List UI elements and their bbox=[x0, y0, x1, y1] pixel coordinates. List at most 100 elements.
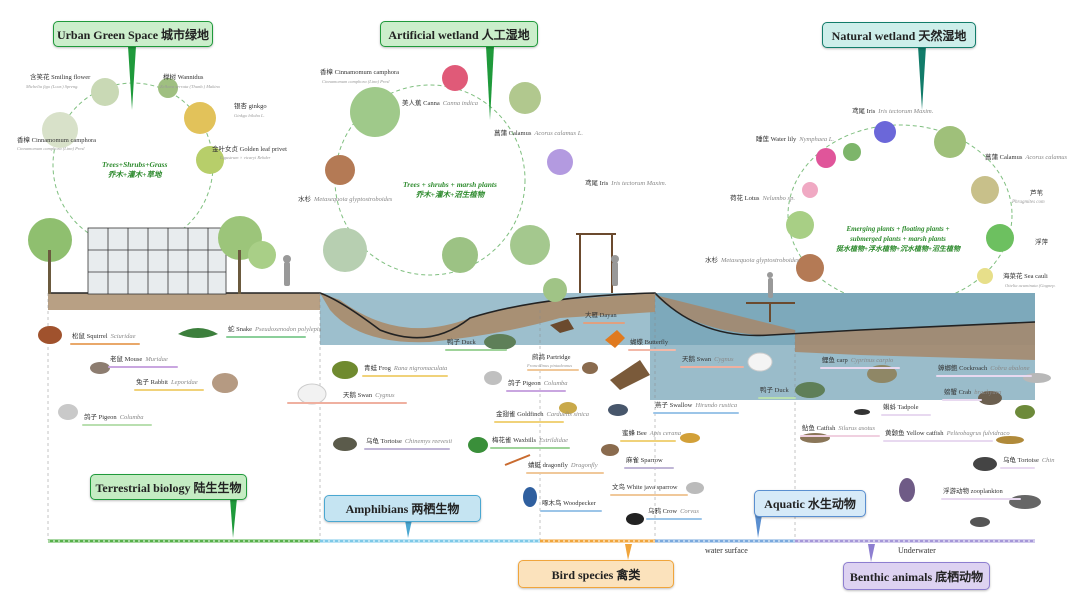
natural-habitat-circle bbox=[787, 124, 1013, 306]
greenhouse bbox=[87, 227, 227, 295]
urban-pointer bbox=[128, 46, 136, 110]
underwater-label: Underwater bbox=[898, 546, 936, 555]
underline bbox=[800, 435, 880, 437]
pergola bbox=[576, 233, 616, 293]
underline bbox=[540, 510, 602, 512]
terrestrial-biology-callout: Terrestrial biology 陆生生物 bbox=[90, 474, 247, 500]
plant-label: 香樟 Cinnamomum camphora bbox=[17, 137, 97, 144]
terrestrial-pointer bbox=[230, 498, 237, 538]
aquatic-pointer bbox=[755, 515, 762, 538]
plant-label: 金叶女贞 Golden leaf privet bbox=[212, 146, 287, 153]
benthic-pointer bbox=[868, 544, 875, 562]
underline bbox=[526, 472, 604, 474]
benthic-animals-callout: Benthic animals 底栖动物 bbox=[843, 562, 990, 590]
plant-latin: Ottelia acuminata (Gagnep. bbox=[1005, 283, 1056, 288]
plant-latin: Ligustrum × vicaryi Rehder bbox=[220, 155, 271, 160]
birds-pointer bbox=[625, 544, 632, 560]
underline bbox=[941, 498, 1021, 500]
underline bbox=[646, 518, 702, 520]
natural-soil bbox=[655, 295, 1035, 360]
underline bbox=[620, 440, 676, 442]
animal-label: 蝌蚪 Tadpole bbox=[883, 404, 919, 411]
animal-label: 鹧鸪 Partridge bbox=[532, 354, 571, 361]
animal-label: 大雁 Dayan bbox=[585, 312, 617, 319]
natural-pointer bbox=[918, 46, 926, 110]
natural-wetland-callout: Natural wetland 天然湿地 bbox=[822, 22, 976, 48]
animal-label: 麻雀 Sparrow bbox=[626, 457, 663, 464]
tree-group-natural bbox=[786, 121, 1014, 284]
underline bbox=[628, 349, 676, 351]
underline bbox=[490, 447, 570, 449]
underline bbox=[820, 367, 900, 369]
dock bbox=[746, 302, 795, 322]
amphibian-pointer bbox=[405, 520, 412, 538]
plant-label: 海菜花 Sea cauli bbox=[1003, 273, 1048, 280]
animal-label: 浮游动物 zooplankton bbox=[943, 488, 1003, 495]
plant-latin: Cinnamomum camphora (Linn) Presl bbox=[322, 79, 390, 84]
artificial-pointer bbox=[486, 46, 494, 120]
amphibians-callout: Amphibians 两栖生物 bbox=[324, 495, 481, 522]
underline bbox=[942, 399, 982, 401]
animal-latin: Francolinus pintadeanus bbox=[527, 363, 573, 368]
underline bbox=[82, 424, 152, 426]
animal-label: 文鸟 White java sparrow bbox=[612, 484, 678, 491]
artificial-wetland-callout: Artificial wetland 人工湿地 bbox=[380, 21, 538, 47]
underline bbox=[445, 349, 507, 351]
animal-label: 鸭子 Duck bbox=[447, 339, 476, 346]
plant-label: 香樟 Cinnamomum camphora bbox=[320, 69, 400, 76]
underline bbox=[1000, 467, 1035, 469]
plant-latin: Cinnamomum camphora (Linn) Presl bbox=[17, 146, 85, 151]
animal-icons bbox=[38, 319, 1051, 527]
animal-label: 蝴蝶 Butterfly bbox=[630, 339, 669, 346]
underline bbox=[226, 336, 306, 338]
plant-label: 芦苇 bbox=[1030, 190, 1043, 197]
plant-label: 浮萍 bbox=[1035, 239, 1048, 246]
underline bbox=[624, 467, 674, 469]
underline bbox=[506, 390, 566, 392]
urban-green-space-callout: Urban Green Space 城市绿地 bbox=[53, 21, 213, 47]
underline bbox=[494, 421, 564, 423]
underline bbox=[758, 397, 796, 399]
plant-latin: Ginkgo biloba L. bbox=[234, 113, 265, 118]
animal-label: 啄木鸟 Woodpecker bbox=[542, 500, 596, 507]
underline bbox=[527, 369, 579, 371]
bird-species-callout: Bird species 禽类 bbox=[518, 560, 674, 588]
water-surface-label: water surface bbox=[705, 546, 748, 555]
plant-label: 榉树 Wannidus bbox=[163, 74, 204, 81]
underline bbox=[583, 322, 625, 324]
underline bbox=[108, 366, 178, 368]
underline bbox=[610, 494, 688, 496]
underline bbox=[883, 440, 993, 442]
ground-profile-line bbox=[48, 292, 1036, 339]
